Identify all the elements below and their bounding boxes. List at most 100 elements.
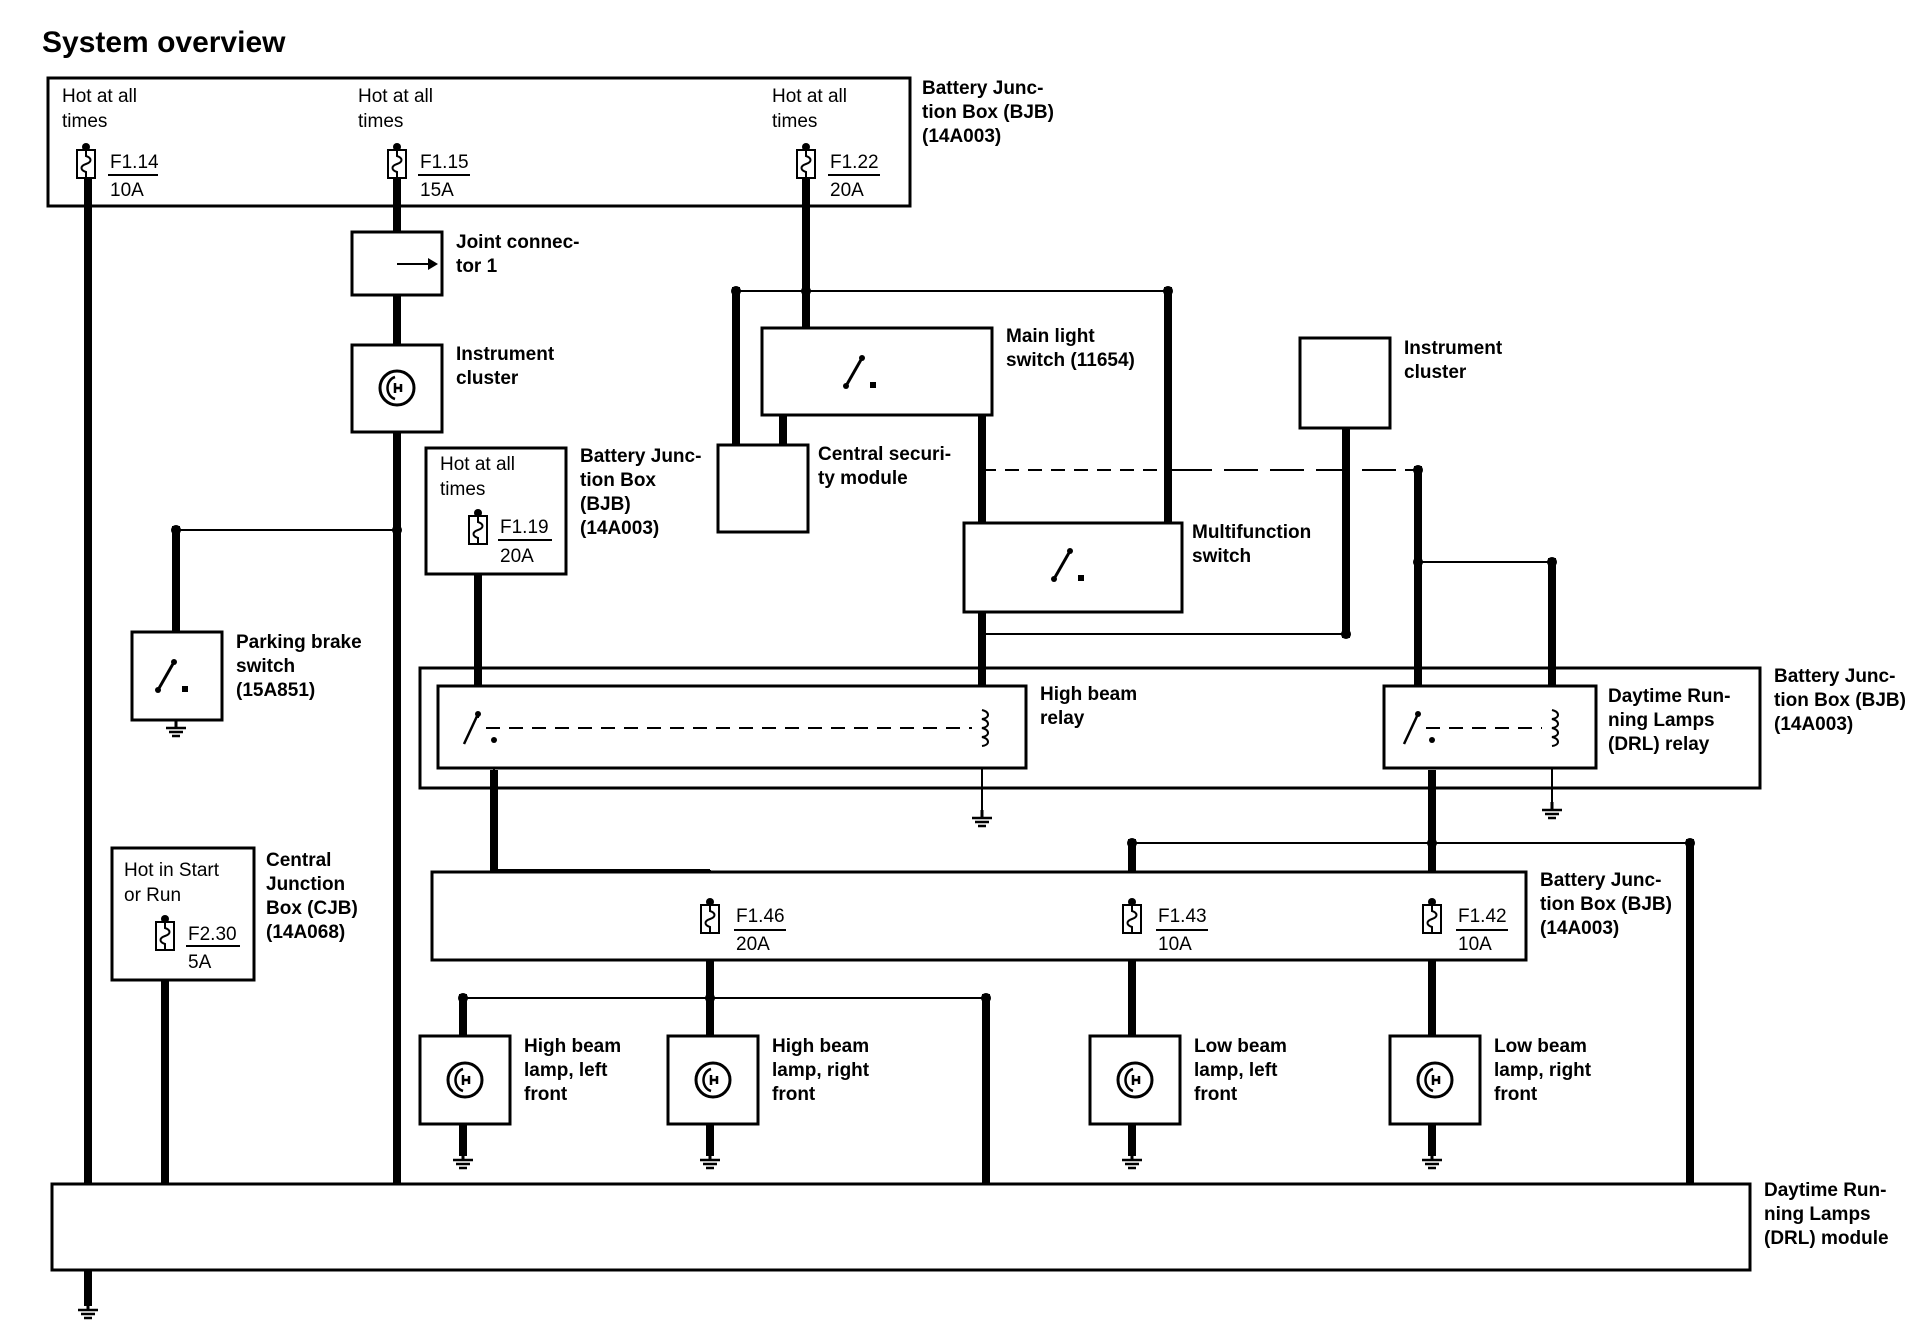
- ground-icon: [76, 1300, 100, 1320]
- svg-text:ning Lamps: ning Lamps: [1764, 1204, 1871, 1225]
- drl-relay-box: [1382, 684, 1598, 770]
- multifunction-switch-box: [962, 521, 1184, 614]
- fuse-id: F1.46: [736, 906, 785, 927]
- label-low-beam-right: Low beam lamp, right front: [1494, 1036, 1592, 1105]
- hot-start-label: or Run: [124, 885, 181, 906]
- main-light-switch-box: [760, 326, 994, 417]
- label-bjb-lower: Battery Junc- tion Box (BJB) (14A003): [1540, 870, 1672, 939]
- parking-brake-switch-box: [130, 630, 224, 722]
- label-instrument-cluster-left: Instrument cluster: [456, 344, 555, 389]
- hot-start-label: Hot in Start: [124, 860, 220, 881]
- svg-text:High beam: High beam: [524, 1036, 621, 1057]
- label-low-beam-left: Low beam lamp, left front: [1194, 1036, 1287, 1105]
- fuse-icon: [387, 142, 407, 179]
- label-multifunction-switch: Multifunction switch: [1192, 522, 1311, 567]
- svg-text:(14A068): (14A068): [266, 922, 345, 943]
- svg-text:cluster: cluster: [456, 368, 519, 389]
- svg-text:Battery Junc-: Battery Junc-: [1774, 666, 1895, 687]
- svg-text:Low beam: Low beam: [1494, 1036, 1587, 1057]
- relay-contact-icon: [1402, 713, 1420, 745]
- label-parking-brake-switch: Parking brake switch (15A851): [236, 632, 362, 701]
- svg-text:Instrument: Instrument: [1404, 338, 1503, 359]
- fuse-rating: 10A: [110, 180, 144, 201]
- svg-text:(14A003): (14A003): [1774, 714, 1853, 735]
- svg-text:lamp, right: lamp, right: [1494, 1060, 1592, 1081]
- svg-text:(BJB): (BJB): [580, 494, 631, 515]
- svg-text:tion Box: tion Box: [580, 470, 656, 491]
- ground-icon: [1540, 800, 1564, 820]
- fuse-rating: 10A: [1458, 934, 1492, 955]
- svg-text:Joint connec-: Joint connec-: [456, 232, 580, 253]
- svg-text:lamp, left: lamp, left: [524, 1060, 608, 1081]
- fuse-rating: 5A: [188, 952, 212, 973]
- fuse-rating: 20A: [830, 180, 864, 201]
- svg-text:Central: Central: [266, 850, 331, 871]
- label-joint-connector: Joint connec- tor 1: [456, 232, 580, 277]
- fuse-id: F1.43: [1158, 906, 1207, 927]
- ground-icon: [451, 1150, 475, 1170]
- battery-junction-box-mid: [424, 446, 568, 576]
- svg-text:switch (11654): switch (11654): [1006, 350, 1135, 371]
- battery-junction-box-relays: [418, 666, 1762, 790]
- svg-text:tion Box (BJB): tion Box (BJB): [922, 102, 1054, 123]
- relay-contact-icon: [462, 713, 480, 745]
- svg-text:Battery Junc-: Battery Junc-: [1540, 870, 1661, 891]
- svg-text:Junction: Junction: [266, 874, 345, 895]
- svg-text:High beam: High beam: [1040, 684, 1137, 705]
- svg-text:Multifunction: Multifunction: [1192, 522, 1311, 543]
- hot-label: Hot at all: [440, 454, 515, 475]
- fuse-rating: 10A: [1158, 934, 1192, 955]
- ground-icon: [698, 1150, 722, 1170]
- svg-text:Low beam: Low beam: [1194, 1036, 1287, 1057]
- junction-dots: [171, 286, 1695, 1003]
- label-bjb-mid: Battery Junc- tion Box (BJB) (14A003): [580, 446, 701, 539]
- instrument-cluster-right-box: [1298, 336, 1392, 430]
- svg-text:(DRL) module: (DRL) module: [1764, 1228, 1889, 1249]
- svg-text:(14A003): (14A003): [580, 518, 659, 539]
- fuse-icon: [796, 142, 816, 179]
- arrow-icon: [428, 258, 438, 270]
- fuse-id: F1.15: [420, 152, 469, 173]
- svg-text:Central securi-: Central securi-: [818, 444, 951, 465]
- hot-label: times: [62, 111, 107, 132]
- fuse-id: F1.14: [110, 152, 159, 173]
- svg-text:(14A003): (14A003): [1540, 918, 1619, 939]
- hot-label: Hot at all: [62, 86, 137, 107]
- ground-icon: [970, 808, 994, 828]
- fuse-id: F2.30: [188, 924, 237, 945]
- svg-text:Battery Junc-: Battery Junc-: [580, 446, 701, 467]
- svg-text:tion Box (BJB): tion Box (BJB): [1540, 894, 1672, 915]
- svg-text:Battery Junc-: Battery Junc-: [922, 78, 1043, 99]
- hot-label: times: [358, 111, 403, 132]
- svg-text:(DRL) relay: (DRL) relay: [1608, 734, 1710, 755]
- label-instrument-cluster-right: Instrument cluster: [1404, 338, 1503, 383]
- svg-text:Instrument: Instrument: [456, 344, 555, 365]
- svg-text:tor 1: tor 1: [456, 256, 498, 277]
- fuse-rating: 15A: [420, 180, 454, 201]
- central-junction-box: [110, 846, 256, 982]
- label-bjb-top: Battery Junc- tion Box (BJB) (14A003): [922, 78, 1054, 147]
- label-central-security-module: Central securi- ty module: [818, 444, 951, 489]
- drl-module-box: [50, 1182, 1752, 1272]
- svg-text:front: front: [772, 1084, 816, 1105]
- central-security-module-box: [716, 443, 810, 534]
- page-title: System overview: [42, 26, 286, 59]
- svg-text:Box (CJB): Box (CJB): [266, 898, 358, 919]
- svg-text:cluster: cluster: [1404, 362, 1467, 383]
- ground-icon: [164, 718, 188, 738]
- label-high-beam-relay: High beam relay: [1040, 684, 1137, 729]
- fuse-rating: 20A: [736, 934, 770, 955]
- fuse-icon: [76, 142, 96, 179]
- svg-text:switch: switch: [1192, 546, 1251, 567]
- svg-text:Parking brake: Parking brake: [236, 632, 362, 653]
- svg-text:(14A003): (14A003): [922, 126, 1001, 147]
- svg-text:Main light: Main light: [1006, 326, 1095, 347]
- label-high-beam-right: High beam lamp, right front: [772, 1036, 870, 1105]
- label-main-light-switch: Main light switch (11654): [1006, 326, 1135, 371]
- label-bjb-relays: Battery Junc- tion Box (BJB) (14A003): [1774, 666, 1906, 735]
- fuse-rating: 20A: [500, 546, 534, 567]
- svg-text:High beam: High beam: [772, 1036, 869, 1057]
- label-drl-relay: Daytime Run- ning Lamps (DRL) relay: [1608, 686, 1730, 755]
- hot-label: times: [440, 479, 485, 500]
- svg-text:front: front: [1494, 1084, 1538, 1105]
